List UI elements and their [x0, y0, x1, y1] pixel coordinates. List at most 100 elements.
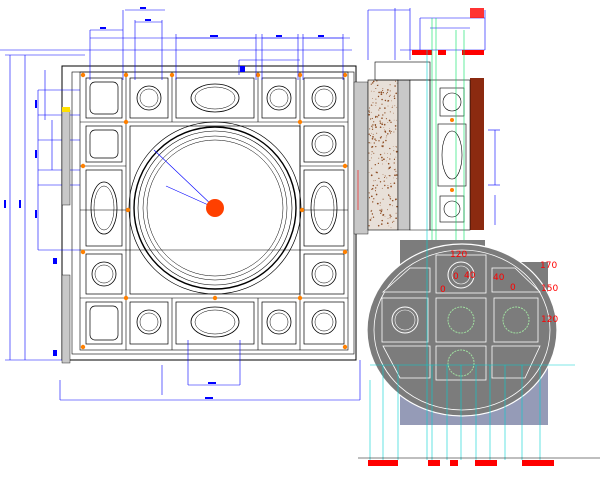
speckle-dot — [395, 217, 397, 220]
speckle-dot — [390, 130, 392, 133]
speckle-dot — [389, 90, 391, 92]
speckle-dot — [376, 132, 378, 134]
speckle-dot — [396, 119, 397, 121]
speckle-dot — [378, 91, 380, 94]
speckle-dot — [382, 198, 384, 200]
speckle-dot — [368, 113, 370, 116]
speckle-dot — [395, 106, 397, 108]
speckle-dot — [375, 116, 377, 119]
speckle-dot — [388, 130, 391, 132]
label-120-right: 120 — [541, 315, 558, 325]
speckle-dot — [369, 135, 371, 137]
speckle-dot — [396, 178, 398, 179]
speckle-dot — [379, 205, 381, 206]
speckle-dot — [368, 152, 370, 154]
speckle-dot — [394, 94, 396, 96]
speckle-dot — [387, 209, 388, 211]
speckle-dot — [393, 97, 396, 100]
speckle-dot — [373, 91, 375, 92]
right-section-bar — [353, 81, 369, 235]
wall-section — [367, 8, 500, 240]
left-section-bar — [61, 109, 71, 206]
speckle-dot — [387, 218, 389, 219]
speckle-dot — [369, 219, 372, 221]
speckle-dot — [393, 220, 395, 222]
speckle-dot — [383, 127, 385, 128]
speckle-dot — [382, 122, 384, 123]
speckle-dot — [370, 142, 372, 144]
speckle-dot — [383, 129, 385, 131]
speckle-dot — [385, 93, 388, 95]
speckle-dot — [372, 184, 375, 187]
label-0-a: 0 — [453, 272, 459, 282]
speckle-dot — [377, 95, 380, 98]
speckle-dot — [382, 214, 385, 216]
speckle-dot — [386, 177, 388, 179]
label-150: 150 — [541, 284, 558, 294]
speckle-dot — [375, 98, 377, 100]
speckle-dot — [394, 174, 396, 177]
speckle-dot — [394, 105, 396, 107]
speckle-dot — [377, 84, 379, 86]
speckle-dot — [389, 158, 391, 160]
speckle-dot — [394, 125, 397, 127]
speckle-dot — [380, 93, 383, 96]
speckle-dot — [389, 84, 391, 86]
speckle-dot — [382, 114, 384, 116]
speckle-dot — [389, 166, 391, 169]
speckle-dot — [393, 150, 395, 152]
speckle-dot — [375, 87, 377, 90]
speckle-dot — [389, 132, 391, 134]
speckle-dot — [389, 111, 391, 113]
node-markers — [80, 72, 348, 350]
speckle-dot — [376, 116, 379, 118]
speckle-dot — [379, 120, 381, 122]
speckle-dot — [369, 128, 371, 130]
speckle-dot — [379, 137, 382, 139]
speckle-dot — [368, 196, 371, 198]
speckle-dot — [380, 136, 382, 138]
speckle-dot — [382, 163, 384, 165]
speckle-dot — [395, 168, 396, 170]
speckle-dot — [383, 180, 385, 182]
speckle-dot — [372, 136, 374, 138]
speckle-dot — [390, 153, 391, 155]
speckle-dot — [384, 123, 386, 125]
speckle-dot — [368, 192, 370, 194]
speckle-dot — [369, 112, 371, 113]
speckle-dot — [370, 217, 372, 219]
speckle-dot — [391, 105, 393, 107]
speckle-dot — [388, 119, 391, 122]
speckle-dot — [370, 174, 373, 177]
speckle-dot — [385, 139, 387, 142]
dome-ring-outer — [128, 121, 302, 295]
speckle-dot — [388, 95, 390, 97]
speckle-dot — [381, 208, 383, 210]
speckle-dot — [371, 153, 372, 155]
speckle-dot — [393, 112, 394, 114]
speckle-dot — [381, 123, 384, 126]
speckle-dot — [382, 174, 384, 175]
speckle-dot — [391, 221, 394, 223]
speckle-dot — [371, 157, 372, 159]
speckle-dot — [375, 102, 377, 104]
speckle-dot — [396, 205, 398, 208]
speckle-dot — [390, 185, 392, 188]
speckle-dot — [387, 133, 389, 135]
speckle-dot — [370, 83, 372, 85]
speckle-dot — [389, 198, 392, 200]
speckle-dot — [389, 217, 391, 219]
speckle-dot — [395, 128, 397, 130]
speckle-dot — [375, 171, 377, 173]
speckle-dot — [373, 142, 375, 144]
speckle-dot — [375, 139, 377, 142]
ceiling-plan — [0, 7, 369, 401]
speckle-dot — [384, 215, 386, 217]
label-40-b: 40 — [493, 273, 505, 283]
speckle-dot — [372, 128, 374, 130]
speckle-dot — [394, 159, 395, 161]
speckle-dot — [372, 102, 374, 104]
speckle-dot — [370, 90, 372, 92]
speckle-dot — [378, 157, 380, 159]
speckle-dot — [395, 212, 397, 214]
